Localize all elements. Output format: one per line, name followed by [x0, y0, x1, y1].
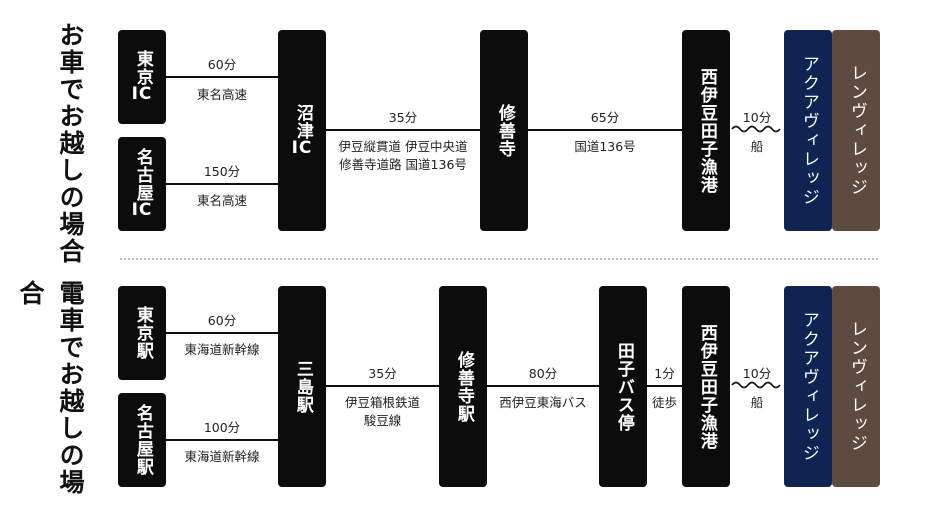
shuzenji-node: 修善寺 [480, 30, 528, 231]
train-seg4-route: 西伊豆東海バス [499, 395, 587, 410]
train-seg4-time: 80分 [528, 366, 558, 381]
train-line-nagoya-mishima [166, 439, 278, 441]
train-nishiizu-node: 西伊豆田子漁港 [682, 286, 730, 487]
car-seg3-route-2: 修善寺道路 国道136号 [339, 157, 467, 172]
section-divider [120, 258, 878, 260]
car-nishiizu-node: 西伊豆田子漁港 [682, 30, 730, 231]
car-line-numazu-shuzenji [326, 129, 480, 131]
train-seg3-time: 35分 [368, 366, 397, 381]
car-boat-label: 船 [750, 139, 764, 154]
train-aqua-village-node: アクアヴィレッジ [784, 286, 832, 487]
car-seg2-route: 東名高速 [196, 193, 247, 208]
car-seg2-time: 150分 [203, 164, 241, 179]
train-seg3-route-2: 駿豆線 [363, 413, 402, 428]
car-aqua-village-node: アクアヴィレッジ [784, 30, 832, 231]
car-line-nagoya-numazu [166, 183, 278, 185]
train-seg1-route: 東海道新幹線 [184, 342, 260, 357]
train-line-shuzenji-tago [487, 385, 599, 387]
shuzenji-station-node: 修善寺駅 [439, 286, 487, 487]
train-line-tokyo-mishima [166, 332, 278, 334]
train-walk-label: 徒歩 [651, 395, 677, 410]
car-seg3-time: 35分 [388, 110, 418, 125]
car-line-shuzenji-nishiizu [528, 129, 682, 131]
train-line-tago-nishiizu [647, 385, 682, 387]
car-ren-village-node: レンヴィレッジ [832, 30, 880, 231]
car-section-title: お車でお越しの場合 [56, 22, 85, 265]
tago-bus-stop-node: 田子バス停 [599, 286, 647, 487]
train-seg2-route: 東海道新幹線 [184, 449, 260, 464]
car-boat-time: 10分 [742, 110, 772, 125]
train-seg1-time: 60分 [207, 313, 237, 328]
mishima-station-node: 三島駅 [278, 286, 326, 487]
train-boat-label: 船 [750, 395, 764, 410]
nagoya-station-node: 名古屋駅 [118, 393, 166, 487]
car-seg3-route-1: 伊豆縦貫道 伊豆中央道 [338, 139, 468, 154]
train-walk-time: 1分 [654, 366, 675, 381]
train-boat-time: 10分 [742, 366, 772, 381]
car-seg4-route: 国道136号 [574, 139, 636, 154]
tokyo-station-node: 東京駅 [118, 286, 166, 380]
train-section-title: 電車でお越しの場合 [16, 280, 85, 496]
car-seg1-time: 60分 [207, 57, 237, 72]
car-seg1-route: 東名高速 [196, 87, 247, 102]
car-seg4-time: 65分 [590, 110, 620, 125]
train-boat-wave-icon [731, 381, 781, 389]
train-seg2-time: 100分 [203, 420, 241, 435]
car-line-tokyo-numazu [166, 76, 278, 78]
train-ren-village-node: レンヴィレッジ [832, 286, 880, 487]
car-boat-wave-icon [731, 125, 781, 133]
train-line-mishima-shuzenji [326, 385, 439, 387]
train-seg3-route-1: 伊豆箱根鉄道 [344, 395, 420, 410]
